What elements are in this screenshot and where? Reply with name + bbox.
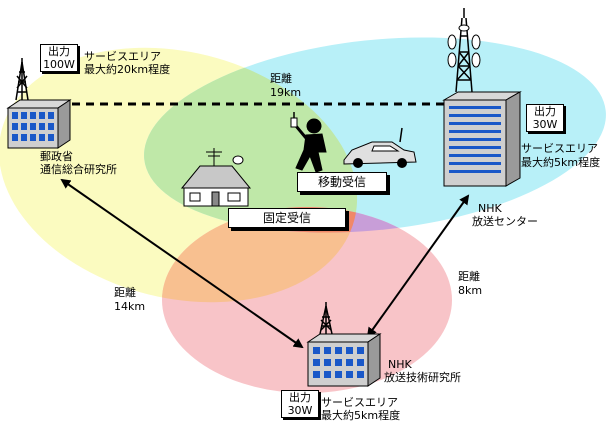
ministry-antenna-icon bbox=[15, 58, 29, 101]
ministry-power-value: 100W bbox=[43, 58, 75, 71]
ministry-area-line1: サービスエリア bbox=[84, 50, 161, 63]
ministry-name-line1: 郵政省 bbox=[40, 150, 73, 163]
distance-right-value: 8km bbox=[458, 284, 483, 297]
walking-person-icon bbox=[290, 112, 327, 173]
nhk-lab-name-line1: NHK bbox=[388, 358, 412, 371]
distance-right-label: 距離 bbox=[458, 270, 480, 283]
nhk-lab-power-box: 出力 30W bbox=[281, 390, 319, 418]
nhk-lab-power-value: 30W bbox=[287, 404, 313, 417]
distance-left-label: 距離 bbox=[114, 286, 136, 299]
nhk-center-building-icon bbox=[442, 91, 522, 187]
car-icon bbox=[343, 127, 417, 168]
house-icon bbox=[180, 148, 252, 207]
mobile-reception-tag: 移動受信 bbox=[297, 172, 387, 192]
nhk-center-power-value: 30W bbox=[532, 118, 558, 131]
nhk-lab-area-line2: 最大約5km程度 bbox=[321, 409, 401, 422]
nhk-center-area-line1: サービスエリア bbox=[521, 142, 598, 155]
fixed-reception-tag: 固定受信 bbox=[228, 208, 346, 228]
ministry-power-label: 出力 bbox=[48, 45, 70, 58]
distance-top-label: 距離 bbox=[270, 72, 292, 85]
ministry-area-line2: 最大約20km程度 bbox=[84, 63, 171, 76]
nhk-center-dish-icons bbox=[447, 24, 481, 68]
nhk-lab-building-icon bbox=[306, 333, 382, 387]
distance-arrow-right bbox=[366, 194, 470, 338]
distance-arrow-left bbox=[60, 178, 304, 349]
ministry-building-icon bbox=[6, 99, 72, 149]
distance-left-value: 14km bbox=[114, 300, 146, 313]
nhk-lab-antenna-icon bbox=[319, 302, 333, 335]
nhk-center-name-line1: NHK bbox=[478, 202, 502, 215]
nhk-center-area-line2: 最大約5km程度 bbox=[521, 156, 601, 169]
nhk-lab-area-line1: サービスエリア bbox=[321, 396, 398, 409]
nhk-lab-power-label: 出力 bbox=[289, 391, 311, 404]
distance-top-value: 19km bbox=[270, 86, 302, 99]
nhk-center-name-line2: 放送センター bbox=[472, 215, 538, 228]
ministry-power-box: 出力 100W bbox=[40, 44, 78, 72]
nhk-center-power-label: 出力 bbox=[534, 105, 556, 118]
nhk-center-power-box: 出力 30W bbox=[526, 104, 564, 132]
ministry-name-line2: 通信総合研究所 bbox=[40, 163, 117, 176]
nhk-lab-name-line2: 放送技術研究所 bbox=[384, 371, 461, 384]
